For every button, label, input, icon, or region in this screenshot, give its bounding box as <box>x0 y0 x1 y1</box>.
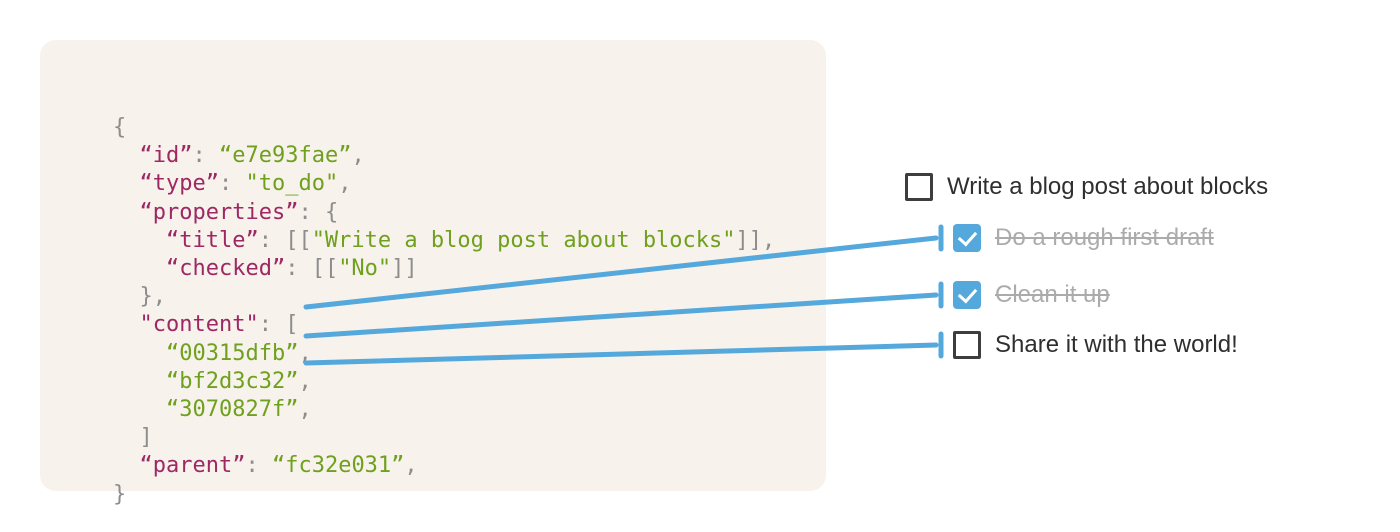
todo-label: Write a blog post about blocks <box>947 173 1269 200</box>
code-token-key: “title” <box>165 227 259 253</box>
code-line: "content": [ <box>113 311 775 339</box>
todo-item: Share it with the world! <box>953 331 1238 359</box>
checkbox-unchecked-icon[interactable] <box>905 173 933 201</box>
code-token-punct: : <box>245 453 272 479</box>
code-token-key: "content" <box>139 312 259 338</box>
code-token-plain <box>113 256 166 281</box>
code-token-punct: : <box>192 143 219 169</box>
code-token-key: “id” <box>139 143 193 169</box>
checkbox-checked-icon[interactable] <box>953 281 981 309</box>
code-token-punct: { <box>113 115 127 140</box>
code-block: { “id”: “e7e93fae”, “type”: "to_do", “pr… <box>113 114 775 509</box>
code-token-key: “properties” <box>139 199 299 225</box>
code-line: “id”: “e7e93fae”, <box>113 142 775 170</box>
json-code-panel: { “id”: “e7e93fae”, “type”: "to_do", “pr… <box>40 40 826 507</box>
code-token-punct: ]], <box>735 227 776 253</box>
code-token-plain <box>113 200 140 225</box>
code-token-key: “parent” <box>139 453 246 479</box>
code-line: “title”: [["Write a blog post about bloc… <box>113 227 775 255</box>
code-line: } <box>113 481 775 509</box>
code-token-str: “fc32e031” <box>271 453 405 479</box>
code-token-str: "Write a blog post about blocks" <box>311 227 736 253</box>
code-line: “00315dfb”, <box>113 340 775 368</box>
code-token-str: “3070827f” <box>165 397 299 423</box>
code-token-plain <box>113 171 140 196</box>
todo-label: Do a rough first draft <box>995 224 1214 251</box>
todo-item: Write a blog post about blocks <box>905 173 1268 201</box>
todo-label: Clean it up <box>995 281 1110 308</box>
code-line: “properties”: { <box>113 199 775 227</box>
code-token-punct: : { <box>298 199 339 225</box>
code-token-punct: } <box>113 481 127 507</box>
todo-item: Clean it up <box>953 281 1110 309</box>
code-token-key: “type” <box>139 171 219 197</box>
code-token-plain <box>113 312 140 337</box>
code-token-punct: , <box>298 340 312 366</box>
checkbox-unchecked-icon[interactable] <box>953 331 981 359</box>
code-line: “3070827f”, <box>113 396 775 424</box>
code-token-punct: , <box>338 171 352 197</box>
code-token-str: "to_do" <box>245 171 339 197</box>
code-token-str: “bf2d3c32” <box>165 368 299 394</box>
code-token-punct: , <box>404 453 418 479</box>
code-token-punct: , <box>351 143 365 169</box>
code-token-punct: , <box>298 368 312 394</box>
code-token-plain <box>113 453 140 478</box>
code-line: “type”: "to_do", <box>113 170 775 198</box>
code-line: { <box>113 114 775 142</box>
code-token-str: "No" <box>338 256 392 282</box>
code-token-str: “00315dfb” <box>165 340 299 366</box>
code-line: ] <box>113 424 775 452</box>
code-token-plain <box>113 397 166 422</box>
code-token-plain <box>113 143 140 168</box>
code-line: “bf2d3c32”, <box>113 368 775 396</box>
code-token-punct: }, <box>113 284 166 310</box>
code-token-plain <box>113 228 166 253</box>
checkbox-checked-icon[interactable] <box>953 224 981 252</box>
code-token-punct: : [[ <box>285 256 339 282</box>
code-token-plain <box>113 341 166 366</box>
code-token-plain <box>113 369 166 394</box>
code-line: “checked”: [["No"]] <box>113 255 775 283</box>
code-token-punct: , <box>298 397 312 423</box>
todo-label: Share it with the world! <box>995 331 1238 358</box>
code-token-punct: ]] <box>391 256 418 282</box>
code-token-punct: : [[ <box>258 227 312 253</box>
code-token-punct: ] <box>113 425 153 451</box>
code-line: “parent”: “fc32e031”, <box>113 452 775 480</box>
code-token-punct: : [ <box>258 312 299 338</box>
code-token-str: “e7e93fae” <box>218 143 352 169</box>
code-token-punct: : <box>218 171 246 197</box>
todo-item: Do a rough first draft <box>953 224 1214 252</box>
code-line: }, <box>113 283 775 311</box>
code-token-key: “checked” <box>165 256 286 282</box>
